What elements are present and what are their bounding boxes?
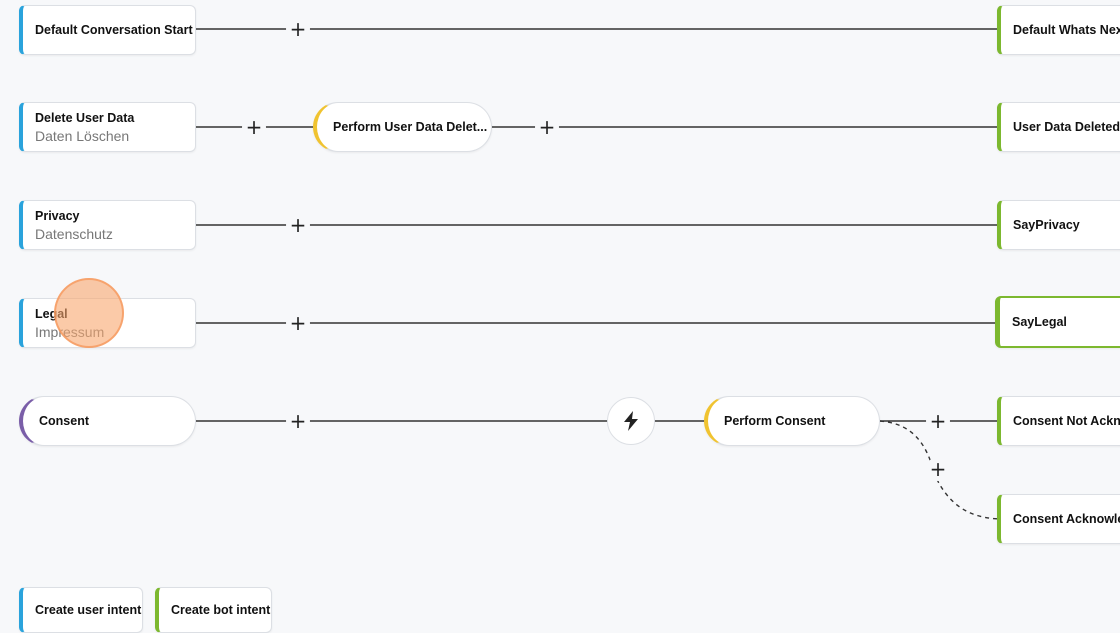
action-title: Perform Consent (724, 414, 826, 428)
action-perform-consent[interactable]: Perform Consent (704, 396, 880, 446)
response-title: User Data Deleted (1013, 120, 1120, 134)
click-indicator (54, 278, 124, 348)
intent-title: Default Conversation Start (35, 23, 193, 37)
intent-title: Privacy (35, 208, 80, 223)
response-title: SayPrivacy (1013, 218, 1080, 232)
intent-default-conversation-start[interactable]: Default Conversation Start (19, 5, 196, 55)
add-branch-plus-icon[interactable]: + (926, 457, 950, 481)
response-default-whats-next[interactable]: Default Whats Next (997, 5, 1120, 55)
event-consent[interactable]: Consent (19, 396, 196, 446)
response-say-privacy[interactable]: SayPrivacy (997, 200, 1120, 250)
create-user-intent-label: Create user intent (35, 603, 142, 617)
create-bot-intent-button[interactable]: Create bot intent (155, 587, 272, 633)
add-step-plus-icon[interactable]: + (926, 409, 950, 433)
lightning-bolt-icon (624, 411, 638, 431)
trigger-node[interactable] (607, 397, 655, 445)
create-bot-intent-label: Create bot intent (171, 603, 271, 617)
response-title: Consent Acknowled (1013, 512, 1120, 526)
response-title: Consent Not Ackno (1013, 414, 1120, 428)
intent-delete-user-data[interactable]: Delete User Data Daten Löschen (19, 102, 196, 152)
response-title: Default Whats Next (1013, 23, 1120, 37)
response-consent-not-acknowledged[interactable]: Consent Not Ackno (997, 396, 1120, 446)
response-title: SayLegal (1012, 315, 1067, 329)
intent-subtitle: Daten Löschen (35, 127, 130, 144)
action-title: Perform User Data Delet... (333, 120, 488, 134)
add-step-plus-icon[interactable]: + (286, 311, 310, 335)
add-step-plus-icon[interactable]: + (286, 17, 310, 41)
action-perform-user-data-delete[interactable]: Perform User Data Delet... (313, 102, 492, 152)
add-step-plus-icon[interactable]: + (286, 213, 310, 237)
intent-subtitle: Datenschutz (35, 225, 113, 242)
event-title: Consent (39, 414, 89, 428)
add-step-plus-icon[interactable]: + (242, 115, 266, 139)
response-consent-acknowledged[interactable]: Consent Acknowled (997, 494, 1120, 544)
response-say-legal[interactable]: SayLegal (995, 296, 1120, 348)
intent-title: Delete User Data (35, 110, 135, 125)
intent-privacy[interactable]: Privacy Datenschutz (19, 200, 196, 250)
create-user-intent-button[interactable]: Create user intent (19, 587, 143, 633)
add-step-plus-icon[interactable]: + (286, 409, 310, 433)
response-user-data-deleted[interactable]: User Data Deleted (997, 102, 1120, 152)
add-step-plus-icon[interactable]: + (535, 115, 559, 139)
